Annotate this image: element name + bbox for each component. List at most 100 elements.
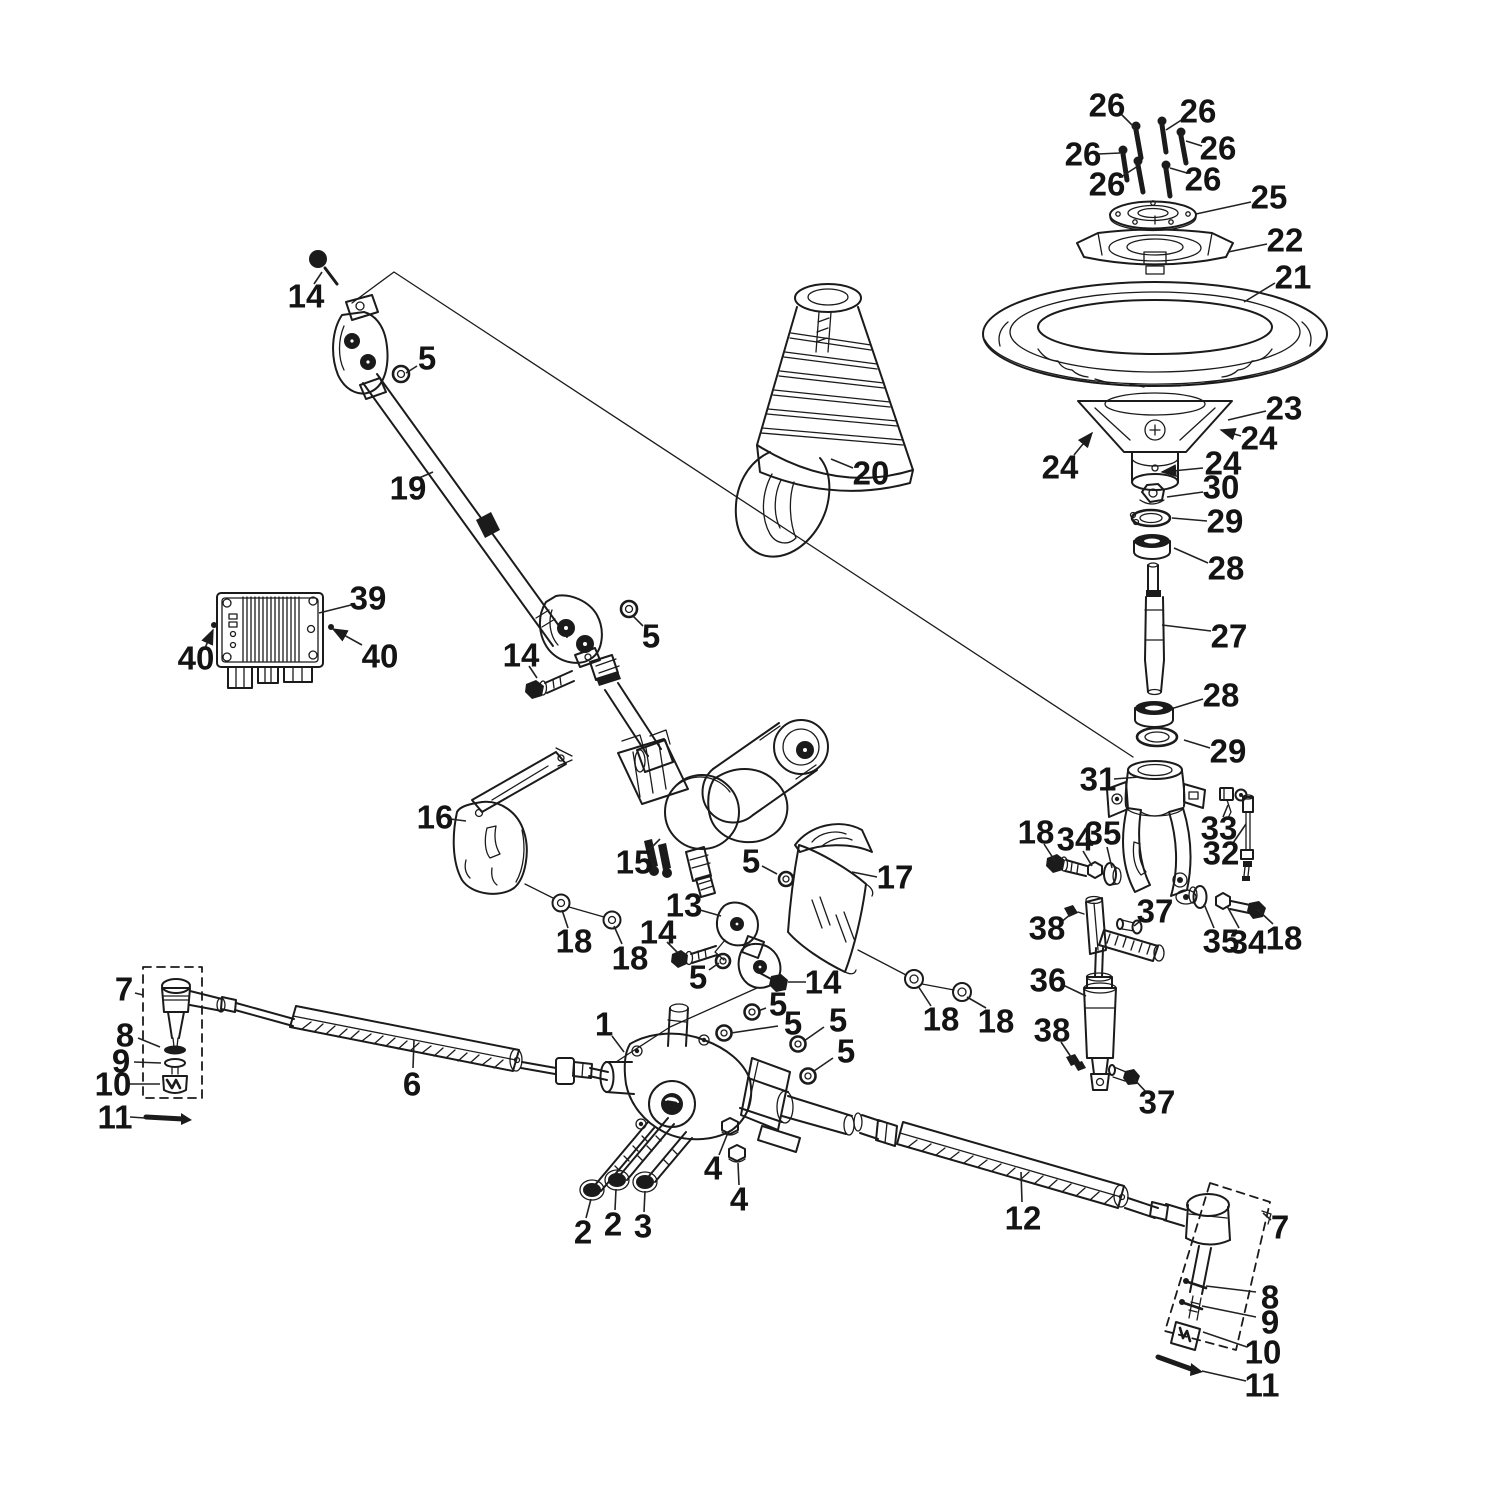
nuts-5-cluster [715,1003,817,1085]
lower-joint-13 [671,901,788,992]
bracket-16 [452,747,622,930]
part-label-26: 26 [1185,161,1222,198]
leader-line [699,909,722,917]
ring-29-lower [1135,726,1179,748]
nut-5-joint [714,952,732,970]
cotter-pin-11-right [1155,1354,1203,1376]
leader-line [632,615,644,627]
tie-rod-end-right [1149,1182,1272,1376]
leader-line [1219,428,1242,441]
leader-line [134,992,144,996]
motor-assembly-15 [617,719,829,898]
part-label-38: 38 [1029,910,1066,947]
bolt-18-right [1229,900,1266,919]
part-label-31: 31 [1080,761,1117,798]
leader-line [331,628,363,646]
washer-18 [551,893,571,913]
bracket-17 [787,823,972,1002]
nut-5-upper [391,364,411,384]
leader-line [412,1039,415,1069]
part-label-8: 8 [1261,1279,1279,1316]
part-label-35: 35 [1085,815,1122,852]
mid-ujoint [525,594,674,773]
part-label-17: 17 [877,859,914,896]
leader-line [813,1057,834,1072]
part-label-32: 32 [1203,835,1240,872]
nuts-4 [721,1117,746,1163]
pinion-input [669,1003,689,1013]
part-label-11: 11 [1245,1367,1280,1404]
part-label-14: 14 [640,914,677,951]
part-label-24: 24 [1205,445,1242,482]
leader-line [1227,410,1267,421]
part-label-40: 40 [362,638,399,675]
part-label-18: 18 [923,1001,960,1038]
leader-line [318,604,352,614]
part-label-5: 5 [418,340,436,377]
part-label-26: 26 [1200,130,1237,167]
leader-line [1169,167,1188,174]
part-label-9: 9 [112,1043,130,1080]
part-label-33: 33 [1201,810,1238,847]
leader-line [1132,1077,1148,1094]
nut-30 [1141,483,1165,503]
screws-26 [1118,116,1189,199]
leader-line [1195,201,1252,215]
leader-line [528,665,538,679]
leader-line [1113,776,1140,780]
nut-10-right [1170,1321,1201,1351]
nut-10 [162,1075,188,1094]
leader-line [1161,624,1212,632]
leader-line [1073,431,1094,456]
bolt-37-upper [1116,918,1143,935]
part-label-28: 28 [1203,677,1240,714]
washer-9 [164,1058,186,1068]
bearing-28-lower [1134,701,1174,728]
part-label-30: 30 [1203,469,1240,506]
leader-line [1166,491,1204,498]
part-label-5: 5 [829,1002,847,1039]
part-label-29: 29 [1207,503,1244,540]
leader-line [1059,913,1072,924]
leader-line [1202,1331,1248,1348]
steering-wheel-21 [982,281,1328,388]
leader-line [561,909,569,929]
nut-5-motor [777,870,795,888]
part-label-4: 4 [730,1181,749,1218]
bolt-37-lower [1108,1064,1140,1085]
leader-line [851,871,878,878]
bolt-14-right [757,971,788,992]
part-label-12: 12 [1005,1200,1042,1237]
part-label-34: 34 [1057,821,1094,858]
leader-line [1060,1041,1074,1061]
leader-line [585,1198,592,1219]
cotter-pin-11 [143,1113,192,1125]
bolt-14-left [671,945,718,968]
part-label-28: 28 [1208,550,1245,587]
part-label-4: 4 [704,1150,723,1187]
washer-18 [602,910,622,930]
screw-40-left [211,622,217,628]
part-label-6: 6 [403,1066,421,1103]
part-label-24: 24 [1042,449,1079,486]
washer-18 [904,969,924,989]
leader-line [201,628,214,649]
part-label-2: 2 [574,1214,592,1251]
part-label-38: 38 [1034,1012,1071,1049]
part-label-1: 1 [595,1006,613,1043]
washer-8 [164,1045,186,1055]
part-label-26: 26 [1180,93,1217,130]
part-label-27: 27 [1211,618,1248,655]
leader-line [1201,1370,1247,1382]
disc-35-left [1103,862,1122,886]
nut-34-right [1215,892,1231,910]
part-label-18: 18 [612,940,649,977]
leader-line [645,838,661,854]
snap-ring-29 [1130,508,1172,528]
leader-line [803,1026,825,1042]
part-label-11: 11 [98,1099,133,1136]
leader-line [830,458,854,469]
part-label-26: 26 [1089,87,1126,124]
